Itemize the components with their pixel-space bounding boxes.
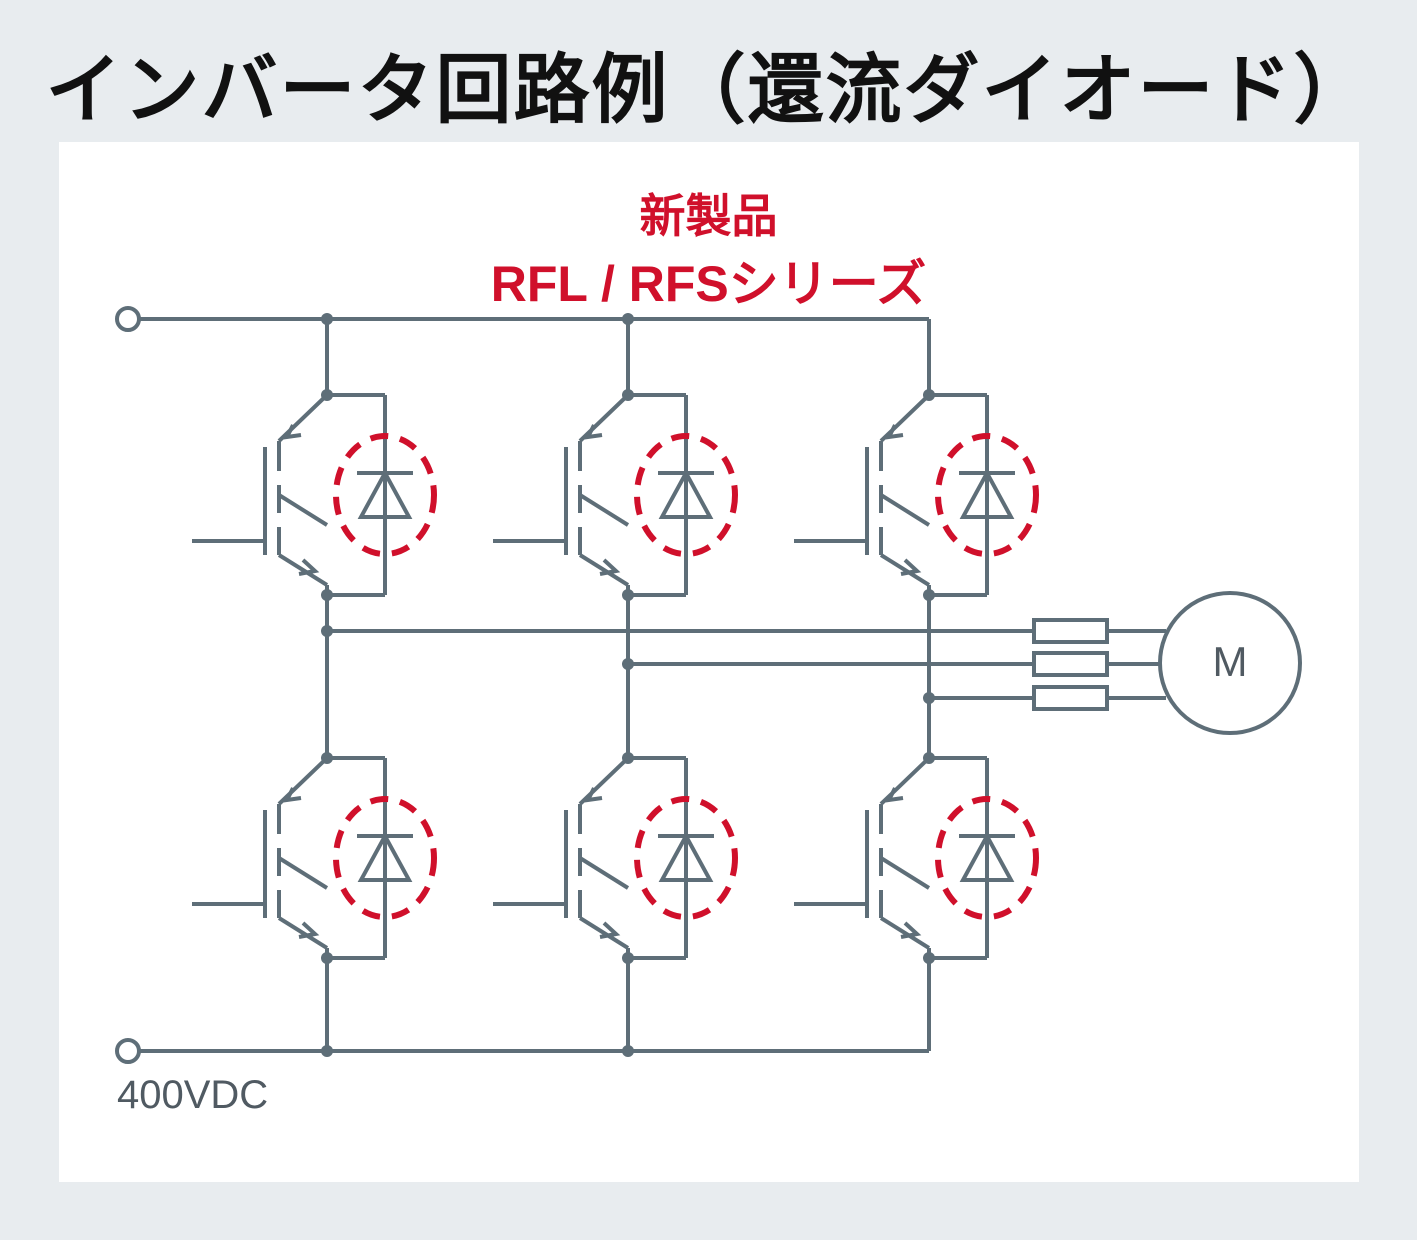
arrow: [283, 787, 302, 803]
igbt-module-lower-2: [493, 756, 738, 960]
junction-dot: [622, 1045, 634, 1057]
junction-dot: [923, 589, 935, 601]
highlight-ring: [935, 433, 1039, 557]
junction-dot: [622, 952, 634, 964]
junction-dot: [622, 313, 634, 325]
junction-dot: [321, 625, 333, 637]
igbt-emitter-lead: [578, 553, 630, 587]
arrow: [599, 921, 621, 939]
junction-dot: [923, 752, 935, 764]
igbt-collector-lead: [578, 756, 630, 806]
igbt-module-lower-1: [192, 756, 437, 960]
highlight-ring: [935, 796, 1039, 920]
diode-symbol: [658, 468, 714, 519]
junction-dot: [923, 692, 935, 704]
arrow: [283, 424, 302, 440]
junction-dot: [321, 589, 333, 601]
motor-symbol: [1158, 591, 1302, 735]
arrow: [885, 787, 904, 803]
diode-symbol: [959, 468, 1015, 519]
arrow: [584, 424, 603, 440]
igbt-emitter-lead: [277, 916, 329, 950]
igbt-mid-lead: [578, 493, 630, 527]
junction-dot: [321, 952, 333, 964]
arrow: [298, 558, 320, 576]
junction-dot: [923, 389, 935, 401]
positive-terminal: [115, 306, 141, 332]
phase-resistor: [1032, 651, 1109, 677]
igbt-mid-lead: [578, 856, 630, 890]
igbt-module-upper-2: [493, 393, 738, 597]
igbt-module-upper-1: [192, 393, 437, 597]
arrow: [885, 424, 904, 440]
igbt-collector-lead: [879, 756, 931, 806]
phase-resistor: [1032, 618, 1109, 644]
igbt-collector-lead: [879, 393, 931, 443]
igbt-mid-lead: [879, 493, 931, 527]
igbt-collector-lead: [578, 393, 630, 443]
phase-resistor: [1032, 685, 1109, 711]
igbt-mid-lead: [277, 493, 329, 527]
igbt-mid-lead: [277, 856, 329, 890]
junction-dot: [622, 752, 634, 764]
series-label: RFL / RFSシリーズ: [490, 256, 927, 312]
junction-dot: [923, 952, 935, 964]
arrow: [900, 921, 922, 939]
junction-dot: [321, 1045, 333, 1057]
junction-dot: [622, 589, 634, 601]
igbt-module-upper-3: [794, 393, 1039, 597]
arrow: [599, 558, 621, 576]
junction-dot: [622, 389, 634, 401]
arrow: [584, 787, 603, 803]
igbt-emitter-lead: [277, 553, 329, 587]
diode-symbol: [959, 831, 1015, 882]
arrow: [900, 558, 922, 576]
igbt-mid-lead: [879, 856, 931, 890]
motor-label: M: [1212, 638, 1248, 685]
highlight-ring: [634, 796, 738, 920]
junction-dot: [321, 389, 333, 401]
diode-symbol: [357, 831, 413, 882]
igbt-collector-lead: [277, 393, 329, 443]
igbt-emitter-lead: [879, 553, 931, 587]
highlight-ring: [333, 433, 437, 557]
diode-symbol: [658, 831, 714, 882]
igbt-collector-lead: [277, 756, 329, 806]
highlight-ring: [634, 433, 738, 557]
highlight-ring: [333, 796, 437, 920]
supply-voltage-label: 400VDC: [117, 1073, 269, 1117]
junction-dot: [321, 313, 333, 325]
igbt-emitter-lead: [879, 916, 931, 950]
junction-dot: [321, 752, 333, 764]
page-title: インバータ回路例（還流ダイオード）: [45, 45, 1372, 134]
diode-symbol: [357, 468, 413, 519]
new-product-label: 新製品: [639, 190, 778, 242]
igbt-emitter-lead: [578, 916, 630, 950]
igbt-module-lower-3: [794, 756, 1039, 960]
arrow: [298, 921, 320, 939]
negative-terminal: [115, 1038, 141, 1064]
junction-dot: [622, 658, 634, 670]
